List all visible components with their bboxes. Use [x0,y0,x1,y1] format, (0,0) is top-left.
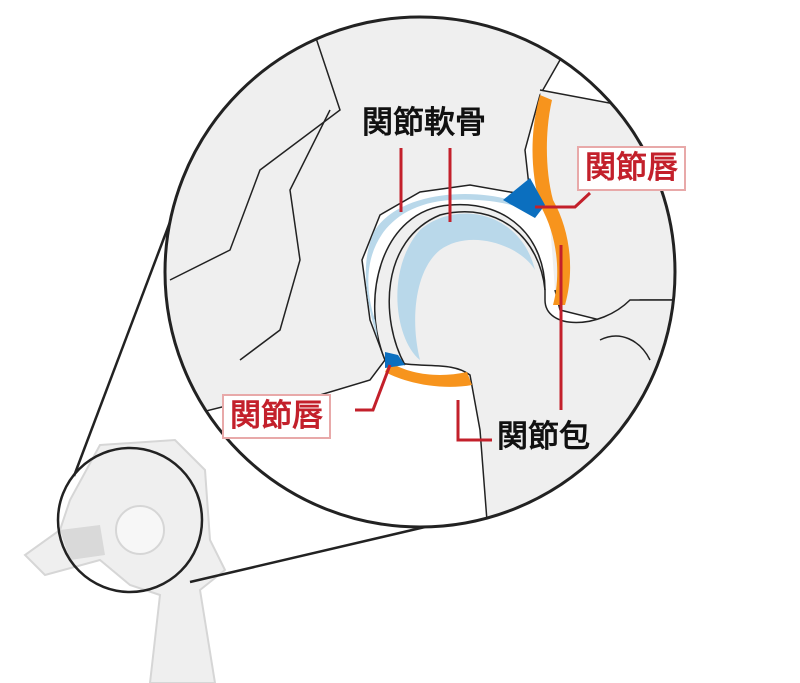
femur-overview [23,438,227,683]
label-articular-cartilage: 関節軟骨 [362,105,486,141]
label-labrum-top: 関節唇 [577,146,686,191]
zoom-line-bottom [189,525,426,584]
femoral-cartilage [397,213,535,360]
leader-lines [355,148,592,442]
labrum-bottom-shape [385,352,405,368]
joint-capsule-bottom [385,362,472,387]
label-joint-capsule: 関節包 [497,419,590,455]
zoom-source-circle [56,446,204,594]
zoom-line-top [72,221,172,477]
labrum-top-shape [503,178,545,218]
label-labrum-bottom: 関節唇 [222,394,331,439]
magnified-circle [163,15,677,529]
